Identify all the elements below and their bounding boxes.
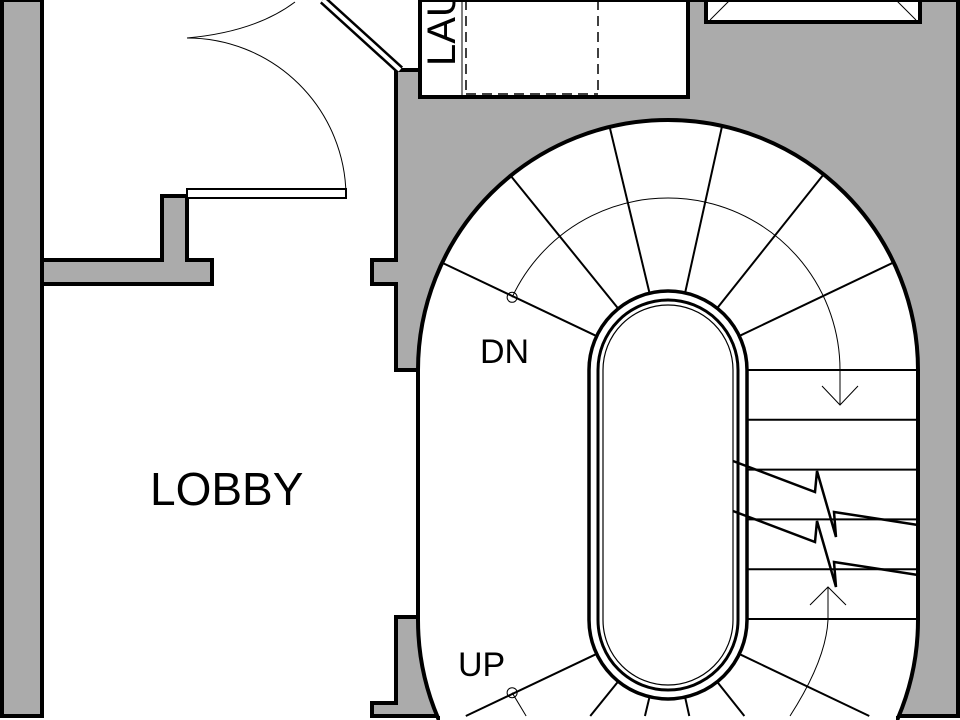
stair-tread-line: [643, 697, 651, 717]
stair-tread-line: [717, 173, 825, 309]
stair-well-outer: [587, 289, 749, 701]
stair-walk-line: [506, 197, 859, 717]
fixture-outline: [704, 0, 922, 24]
door-leaf-angled-inner: [321, 0, 402, 72]
stair-tread-line: [717, 681, 746, 717]
stair-well: [587, 289, 749, 701]
walk-line-down: [511, 197, 841, 405]
room-label-laundry: LAU: [420, 0, 464, 66]
stair-tread-line: [739, 261, 895, 337]
stair-label-down: DN: [480, 333, 529, 371]
room-label-lobby: LOBBY: [150, 463, 303, 515]
stair-tread-line: [589, 681, 619, 717]
fixture-diagonal: [709, 0, 731, 21]
break-line: [732, 459, 919, 538]
stair-tread-line: [684, 697, 691, 717]
stair-tread-line: [465, 653, 597, 717]
arrow-down-icon: [821, 385, 859, 406]
laundry-room: LAU: [418, 0, 690, 99]
handrail-outer: [596, 298, 740, 692]
stair-tread-line: [739, 653, 870, 717]
room-door[interactable]: [186, 37, 347, 199]
walk-line-start-marker: [506, 687, 518, 699]
stair-treads: [441, 125, 918, 717]
partition-wall: [40, 194, 214, 286]
upper-door[interactable]: [186, 0, 404, 74]
stair-tread-line: [509, 175, 619, 309]
walk-line-up: [789, 587, 829, 717]
left-wall: [0, 0, 44, 718]
top-right-fixture: [704, 0, 922, 24]
door-leaf: [186, 188, 347, 199]
break-line: [732, 509, 919, 588]
walk-line-start-marker: [506, 291, 518, 303]
fixture-diagonal: [895, 0, 917, 21]
stair-tread-line: [684, 125, 724, 293]
door-swing-arc: [186, 1, 296, 39]
stair-break-lines: [732, 459, 919, 588]
stair-label-up: UP: [458, 646, 505, 684]
spiral-stair: [416, 118, 920, 720]
arrow-up-icon: [809, 586, 847, 606]
stair-tread-line: [441, 261, 597, 337]
stair-tread-line: [608, 126, 651, 293]
handrail-inner: [602, 304, 734, 686]
laundry-outline: [418, 0, 690, 99]
door-swing-arc: [186, 37, 347, 196]
